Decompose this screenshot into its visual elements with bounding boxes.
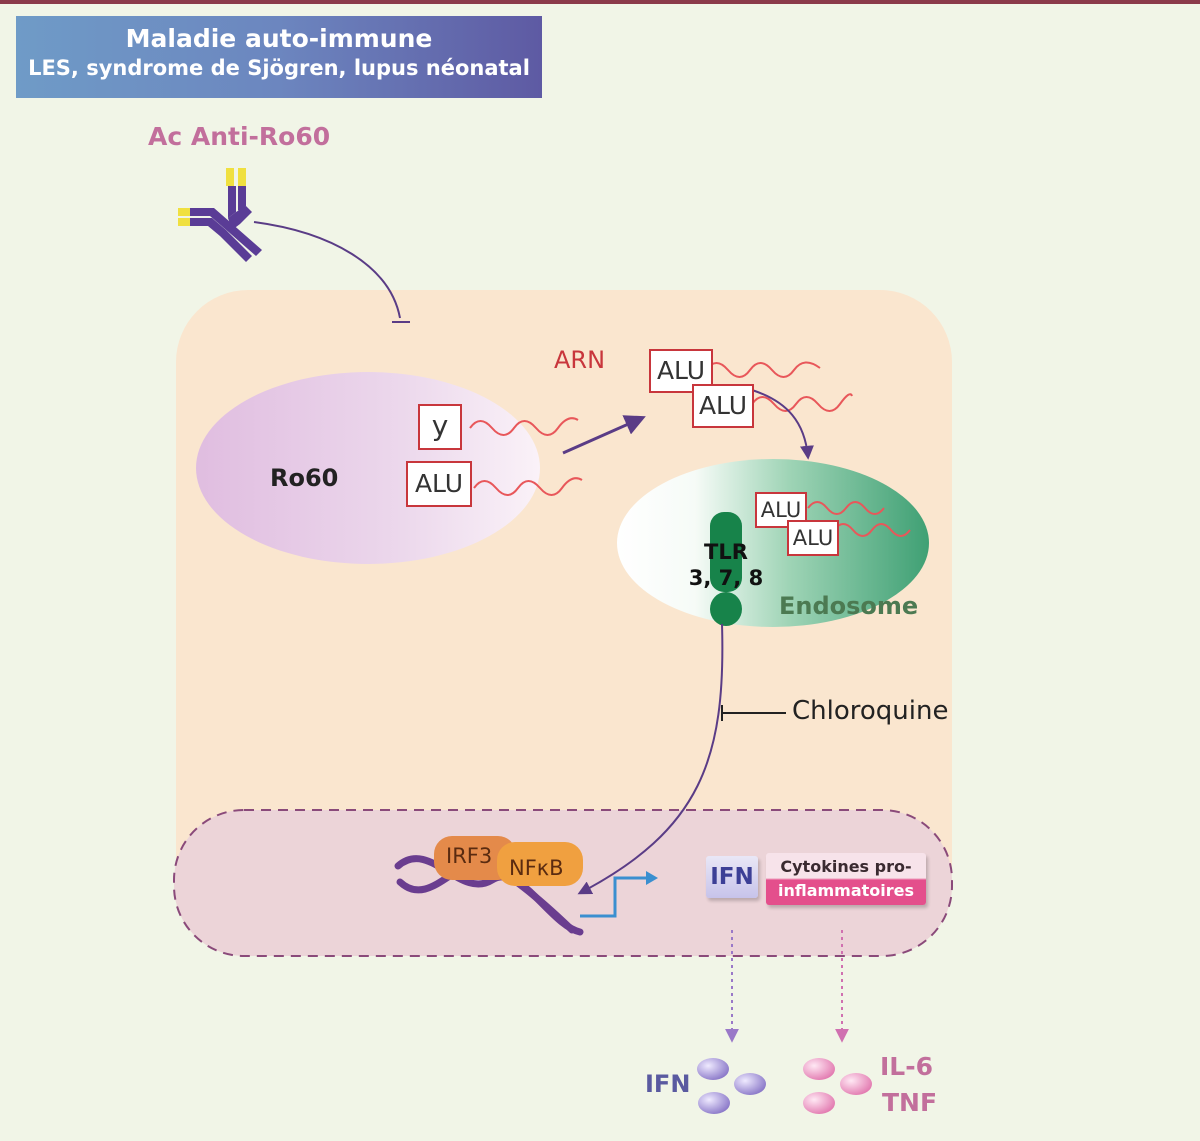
cytokine-tag-line2: inflammatoires	[777, 881, 915, 900]
rna-strand-alu-2	[751, 393, 853, 412]
rna-strand-y	[469, 417, 579, 436]
rna-strand-alu-1	[705, 361, 821, 378]
alu-box-endosome-2: ALU	[787, 520, 839, 556]
top-border	[0, 0, 1200, 4]
endosome-label: Endosome	[779, 592, 919, 620]
y-rna-box: y	[418, 404, 462, 450]
tlr-label: TLR	[704, 540, 748, 564]
nfkb-factor	[497, 842, 583, 886]
arn-label: ARN	[554, 346, 606, 374]
cytokine-tag-line1: Cytokines pro-	[780, 857, 912, 876]
rna-strand-endo-2	[833, 523, 911, 537]
antibody-icon	[178, 168, 262, 262]
cytokine-molecules	[803, 1058, 872, 1114]
ro60-protein	[196, 372, 540, 564]
subtitle: LES, syndrome de Sjögren, lupus néonatal	[28, 56, 530, 80]
tnf-label: TNF	[882, 1088, 938, 1117]
antibody-inhibition-line	[253, 221, 401, 319]
ifn-output-label: IFN	[645, 1070, 691, 1098]
irf3-label: IRF3	[446, 844, 493, 868]
chloroquine-label: Chloroquine	[792, 696, 949, 726]
endosome	[617, 459, 929, 627]
title-banner: Maladie auto-immune LES, syndrome de Sjö…	[16, 16, 542, 98]
transcription-arrowhead	[646, 871, 658, 885]
irf3-factor	[434, 836, 516, 880]
ifn-molecules	[697, 1058, 766, 1114]
title: Maladie auto-immune	[125, 24, 433, 53]
uptake-arrow	[744, 387, 814, 460]
ifn-gene-tag: IFN	[706, 856, 758, 898]
il6-label: IL-6	[880, 1052, 934, 1081]
rna-strands	[469, 361, 911, 537]
transcription-arrow	[580, 876, 650, 918]
alu-box-ro60: ALU	[406, 461, 472, 507]
antibody-label: Ac Anti-Ro60	[148, 122, 331, 151]
alu-box-free-2: ALU	[692, 384, 754, 428]
export-arrow	[562, 415, 646, 455]
rna-strand-alu	[473, 477, 583, 496]
ro60-label: Ro60	[270, 464, 339, 492]
signaling-arrow	[577, 623, 724, 895]
tlr-numbers: 3, 7, 8	[688, 566, 764, 590]
tlr-receptor	[710, 512, 742, 626]
rna-strand-endo-1	[807, 501, 885, 515]
cytokine-gene-tag: Cytokines pro- inflammatoires	[766, 853, 926, 905]
nfkb-label: NFκB	[509, 856, 564, 880]
